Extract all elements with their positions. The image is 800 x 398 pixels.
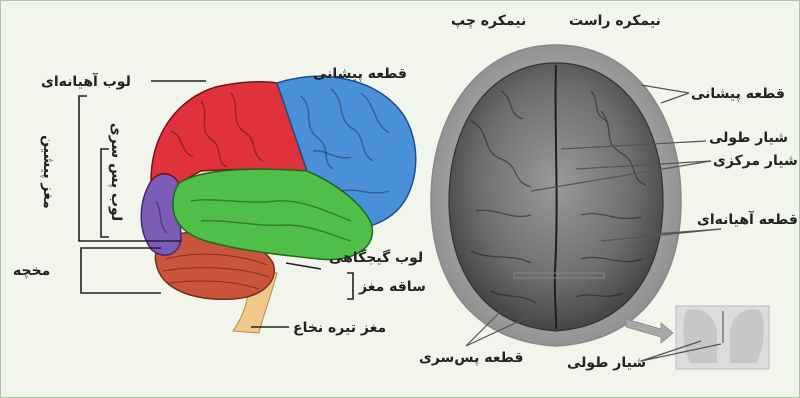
- label-cerebellum: مخچه: [13, 264, 50, 278]
- label-parietal-lobe: لوب آهیانه‌ای: [41, 75, 131, 89]
- label-frontal-lobe-top: قطعه پیشانی: [691, 87, 785, 101]
- label-longitudinal-fissure: شیار طولی: [709, 131, 788, 145]
- label-central-fissure: شیار مرکزی: [713, 154, 798, 168]
- fissure-arrow: [626, 319, 673, 343]
- label-left-hemisphere: نیمکره چپ: [451, 14, 526, 28]
- cross-section-inset: [676, 306, 769, 369]
- label-parietal-lobe-top: قطعه آهیانه‌ای: [697, 213, 798, 227]
- label-temporal-lobe: لوب گیجگاهی: [329, 251, 423, 265]
- label-occipital-lobe-top: قطعه پس‌سری: [419, 351, 523, 365]
- label-occipital-lobe: لوب پس سری: [109, 123, 123, 221]
- label-brainstem: ساقه مغز: [359, 280, 426, 294]
- label-frontal-lobe: قطعه پیشانی: [313, 67, 407, 81]
- label-forebrain: مغز پیشین: [41, 135, 55, 209]
- label-spinal-cord: مغز تیره نخاع: [293, 321, 386, 335]
- label-right-hemisphere: نیمکره راست: [569, 14, 661, 28]
- label-longitudinal-fissure-bottom: شیار طولی: [567, 356, 646, 370]
